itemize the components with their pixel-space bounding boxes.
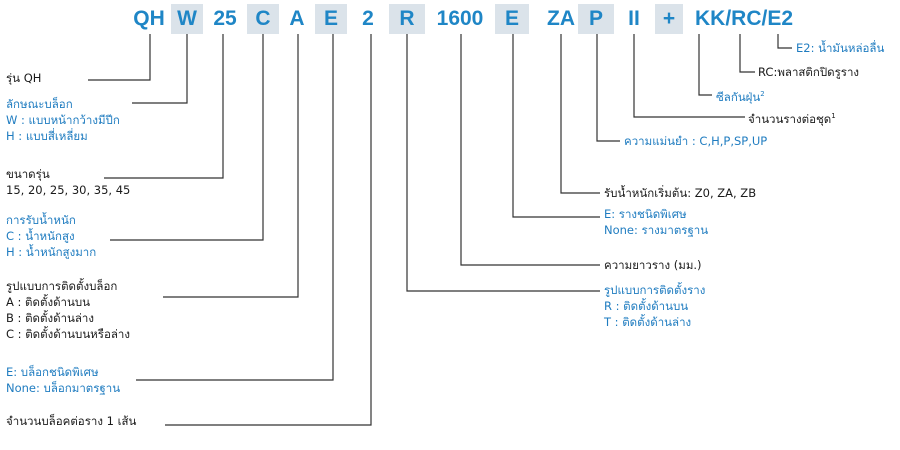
label-block-type-h: H : แบบสี่เหลี่ยม [6,129,88,143]
connector-dust [698,34,712,96]
connector-block-type [132,34,188,104]
connector-model [88,34,151,81]
label-size-title: ขนาดรุ่น [6,167,50,181]
label-block-mounting: รูปแบบการติดตั้งบล็อก A : ติดตั้งด้านบน … [6,278,130,342]
label-rail-special-none: None: รางมาตรฐาน [604,223,709,237]
label-size: ขนาดรุ่น 15, 20, 25, 30, 35, 45 [6,166,130,198]
label-dust-sup: 2 [760,90,765,98]
label-rail-special: E: รางชนิดพิเศษ None: รางมาตรฐาน [604,206,708,238]
label-preload: รับน้ำหนักเริ่มต้น: Z0, ZA, ZB [604,185,756,201]
connector-rc [739,34,755,73]
label-model: รุ่น QH [6,70,41,86]
code-options: KK/RC/E2 [694,7,794,30]
label-dust: ซีลกันฝุ่น2 [716,86,765,105]
connector-block-special [136,34,334,381]
label-load-c: C : น้ำหนักสูง [6,229,75,243]
label-load-h: H : น้ำหนักสูงมาก [6,245,97,259]
label-blocks-per-rail-title: จำนวนบล็อคต่อราง 1 เส้น [6,414,137,428]
label-e2-title: E2: น้ำมันหล่อลื่น [796,41,885,55]
label-rc: RC:พลาสติกปิดรูราง [758,64,859,80]
connector-e2 [777,34,792,49]
label-block-type-w: W : แบบหน้ากว้างมีปีก [6,113,120,127]
label-block-type: ลักษณะบล็อก W : แบบหน้ากว้างมีปีก H : แบ… [6,96,120,144]
connector-rails-per-set [633,34,745,118]
code-mounting: A [289,7,305,30]
code-blocks-count: 2 [362,7,374,30]
label-load: การรับน้ำหนัก C : น้ำหนักสูง H : น้ำหนัก… [6,212,96,260]
label-block-special-none: None: บล็อกมาตรฐาน [6,381,121,395]
label-rail-mounting-r: R : ติดตั้งด้านบน [604,299,689,313]
connector-size [104,34,224,179]
label-rail-mounting: รูปแบบการติดตั้งราง R : ติดตั้งด้านบน T … [604,282,705,330]
label-accuracy: ความแม่นยำ : C,H,P,SP,UP [624,133,767,149]
connector-rail-length [460,34,600,266]
code-qh: QH [133,7,165,30]
connector-blocks-per-rail [165,34,372,426]
connector-preload [560,34,600,194]
code-rail-length: 1600 [436,7,484,30]
label-blocks-per-rail: จำนวนบล็อคต่อราง 1 เส้น [6,413,136,429]
label-dust-title: ซีลกันฝุ่น [716,89,761,104]
label-rail-mounting-title: รูปแบบการติดตั้งราง [604,283,706,297]
connector-accuracy [596,34,620,142]
connector-block-mounting [163,34,299,298]
code-plus: + [655,4,683,34]
label-rail-special-e: E: รางชนิดพิเศษ [604,207,687,221]
code-rail-special: E [495,4,529,34]
label-model-title: รุ่น QH [6,71,42,85]
label-block-mounting-a: A : ติดตั้งด้านบน [6,295,91,309]
label-e2: E2: น้ำมันหล่อลื่น [796,40,884,56]
label-rails-per-set-title: จำนวนรางต่อชุด [748,111,832,126]
label-rails-per-set-sup: 1 [831,112,836,120]
label-block-special-e: E: บล็อกชนิดพิเศษ [6,365,99,379]
connector-rail-mounting [406,34,600,292]
code-w: W [171,4,203,34]
code-block-special: E [315,4,347,34]
label-rail-mounting-t: T : ติดตั้งด้านล่าง [604,315,692,329]
label-block-type-title: ลักษณะบล็อก [6,97,73,111]
label-load-title: การรับน้ำหนัก [6,213,76,227]
code-rails-per-set: II [628,7,640,30]
code-rail-mounting: R [389,4,425,34]
label-preload-title: รับน้ำหนักเริ่มต้น: Z0, ZA, ZB [604,186,757,200]
label-block-special: E: บล็อกชนิดพิเศษ None: บล็อกมาตรฐาน [6,364,120,396]
label-block-mounting-b: B : ติดตั้งด้านล่าง [6,311,95,325]
label-rc-title: RC:พลาสติกปิดรูราง [758,65,860,79]
label-rail-length-title: ความยาวราง (มม.) [604,258,702,272]
code-preload: ZA [547,7,575,30]
label-block-mounting-c: C : ติดตั้งด้านบนหรือล่าง [6,327,130,341]
label-size-values: 15, 20, 25, 30, 35, 45 [6,183,131,197]
code-load: C [247,4,279,34]
code-accuracy: P [578,4,614,34]
connector-load [110,34,264,241]
connector-rail-special [512,34,600,218]
label-block-mounting-title: รูปแบบการติดตั้งบล็อก [6,279,118,293]
code-size: 25 [213,7,237,30]
label-rail-length: ความยาวราง (มม.) [604,257,702,273]
label-rails-per-set: จำนวนรางต่อชุด1 [748,108,836,127]
label-accuracy-title: ความแม่นยำ : C,H,P,SP,UP [624,134,768,148]
